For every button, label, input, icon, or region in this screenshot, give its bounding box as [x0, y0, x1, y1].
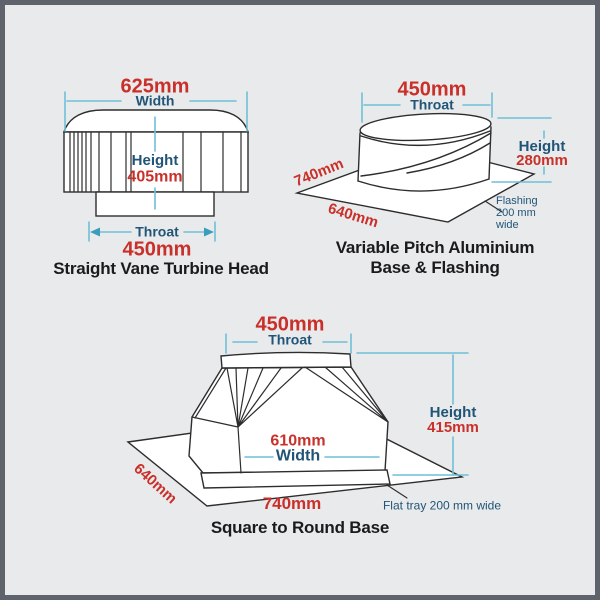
- turbine-dome: [63, 109, 249, 133]
- body-edge-lines: [191, 367, 242, 474]
- square-round-base-drawing: [126, 333, 469, 507]
- flashing-height-label: Height: [518, 138, 566, 156]
- cylinder-rim: [360, 130, 491, 147]
- sqround-tray-note: Flat tray 200 mm wide: [382, 498, 502, 513]
- turbine-vane-lines: [69, 131, 242, 193]
- flashing-pointer-line: [484, 200, 503, 213]
- right-fan-lines: [304, 366, 389, 423]
- left-fan-lines: [226, 367, 303, 428]
- pitch-spiral-line: [360, 132, 492, 177]
- flashing-note: Flashing 200 mm wide: [496, 195, 538, 231]
- turbine-width-value: 625mm: [120, 75, 190, 98]
- square-round-base-title: Square to Round Base: [210, 518, 390, 538]
- flashing-throat-label: Throat: [410, 96, 454, 113]
- turbine-throat-value: 450mm: [122, 238, 192, 261]
- sqround-throat-label: Throat: [268, 331, 312, 348]
- base-flashing-title-line2: Base & Flashing: [370, 258, 500, 278]
- turbine-height-label: Height: [131, 152, 179, 170]
- pitch-spiral-line-2: [406, 142, 491, 174]
- cylinder-sides: [357, 126, 492, 182]
- sqround-height-label: Height: [429, 404, 477, 422]
- flashing-height-value: 280mm: [516, 152, 568, 170]
- cylinder-top: [359, 112, 492, 142]
- line-art: [63, 91, 552, 507]
- sqround-bottom-dim: 740mm: [262, 494, 322, 514]
- throat-arrow-left-icon: [90, 227, 100, 237]
- tray-pointer-line: [386, 484, 408, 499]
- turbine-width-label: Width: [135, 92, 175, 109]
- turbine-dimension-lines: [64, 91, 248, 242]
- cylinder-bottom: [357, 178, 490, 192]
- base-flashing-title-line1: Variable Pitch Aluminium: [335, 238, 535, 258]
- sqround-width-label: Width: [275, 447, 321, 465]
- turbine-throat-label: Throat: [135, 223, 179, 240]
- flashing-throat-value: 450mm: [397, 78, 467, 101]
- turbine-body: [63, 131, 249, 193]
- base-flashing-dimension-lines: [361, 92, 552, 183]
- turbine-head-title: Straight Vane Turbine Head: [53, 259, 269, 279]
- collar-band: [220, 351, 352, 369]
- sqround-height-value: 415mm: [427, 419, 479, 437]
- throat-arrow-right-icon: [204, 227, 214, 237]
- sqround-width-value: 610mm: [270, 432, 326, 450]
- square-round-dimension-lines: [225, 333, 469, 476]
- base-skirt: [200, 469, 391, 489]
- base-flashing-drawing: [294, 92, 552, 223]
- turbine-head-drawing: [63, 91, 249, 242]
- turbine-height-value: 405mm: [127, 168, 183, 186]
- sqround-throat-value: 450mm: [255, 313, 325, 336]
